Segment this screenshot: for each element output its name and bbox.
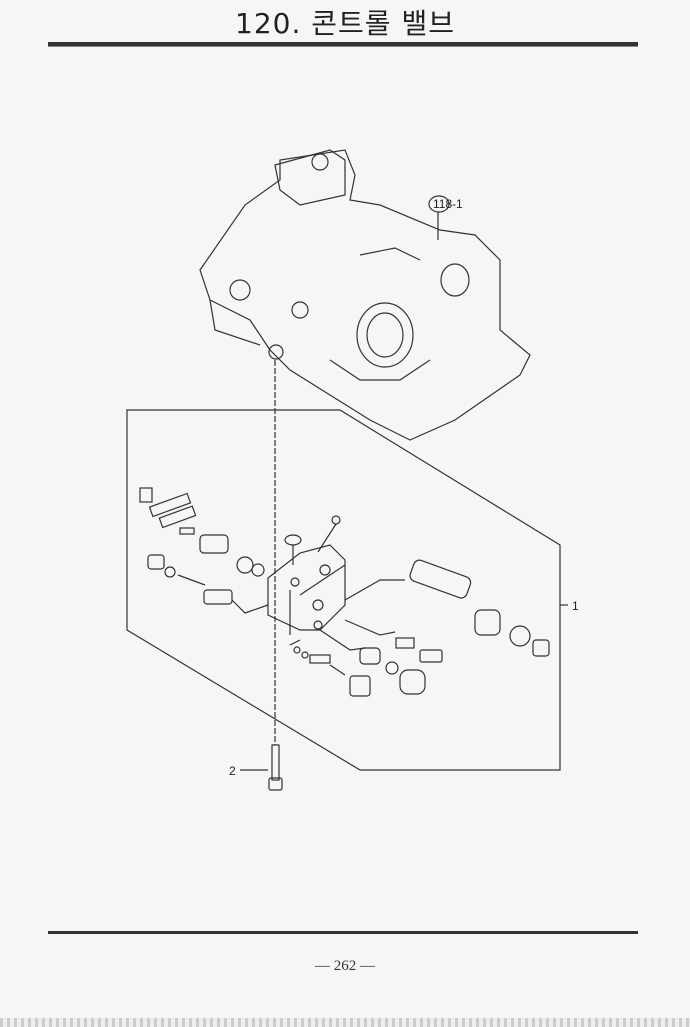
top-divider	[48, 42, 638, 47]
bottom-divider	[48, 931, 638, 934]
callout-1: 1	[572, 599, 579, 613]
housing-part	[199, 149, 531, 441]
valve-body-part	[267, 544, 346, 635]
callout-circled-number: 118	[433, 197, 452, 211]
callout-suffix: -1	[452, 197, 463, 211]
right-spool-parts	[284, 515, 550, 657]
assembly-boundary	[126, 409, 561, 771]
lower-valve-parts	[289, 619, 443, 697]
page-number: — 262 —	[315, 958, 375, 974]
scan-edge	[0, 1018, 690, 1027]
left-spool-parts	[139, 487, 269, 614]
reference-callout	[428, 195, 450, 240]
page-title: 120. 콘트롤 밸브	[235, 7, 455, 40]
callout-2: 2	[229, 764, 236, 778]
bolt-part	[240, 744, 283, 791]
